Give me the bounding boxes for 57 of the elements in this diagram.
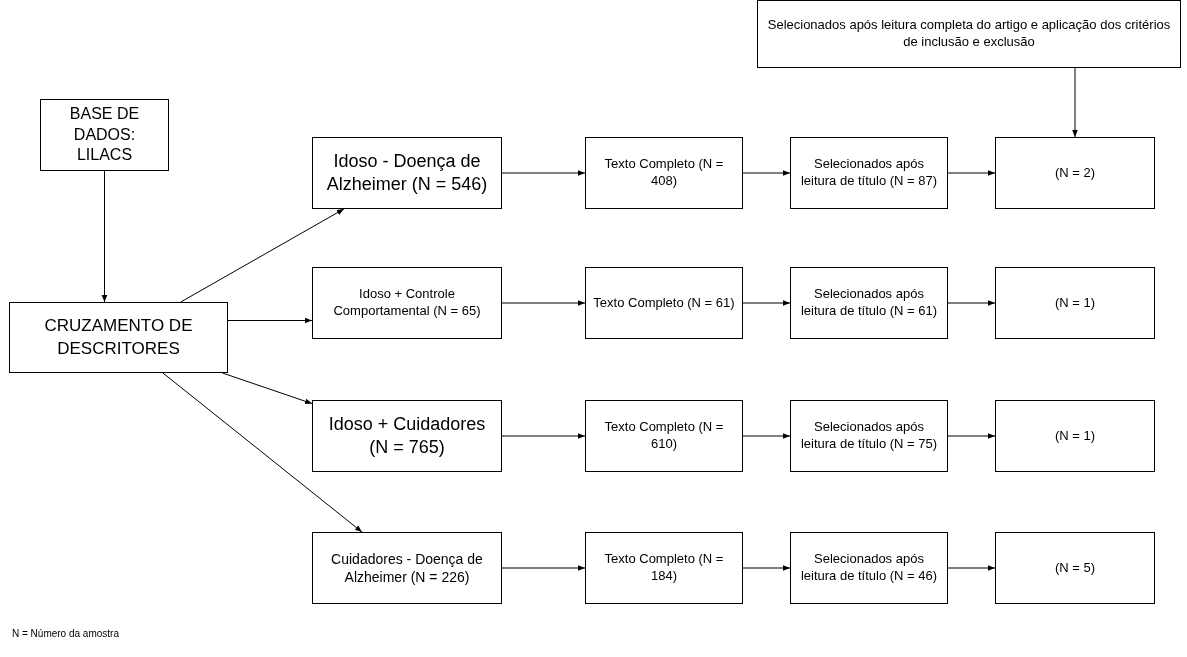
arrow — [101, 170, 108, 303]
box-text: (N = 2) — [1054, 164, 1096, 182]
arrow — [742, 565, 791, 571]
box-text: (N = 5) — [1054, 559, 1096, 577]
arrow — [501, 170, 586, 176]
box-text: Texto Completo (N = 610) — [603, 419, 725, 453]
process-box — [757, 0, 1181, 68]
arrow — [947, 300, 996, 306]
box-text: Selecionados após leitura completa do artigo e aplicação dos critérios de inclusão e exclusão — [766, 17, 1172, 51]
arrow — [222, 372, 313, 405]
arrow — [742, 170, 791, 176]
arrow — [180, 208, 345, 303]
process-box — [585, 400, 743, 472]
process-box — [790, 137, 948, 209]
arrow — [227, 317, 313, 324]
arrow — [1072, 67, 1078, 138]
process-box — [995, 532, 1155, 604]
process-box — [9, 302, 228, 373]
box-text: Selecionados após leitura de título (N = 87) — [799, 156, 939, 190]
box-text: Selecionados após leitura de título (N = 75) — [799, 419, 939, 453]
process-box — [40, 99, 169, 171]
process-box — [585, 137, 743, 209]
arrow — [742, 300, 791, 306]
box-text: BASE DE DADOS: LILACS — [68, 103, 141, 166]
process-box — [312, 137, 502, 209]
box-text: Texto Completo (N = 408) — [603, 156, 725, 190]
arrow — [501, 565, 586, 571]
process-box — [312, 400, 502, 472]
process-box — [790, 532, 948, 604]
box-text: (N = 1) — [1054, 427, 1096, 445]
box-text: Selecionados após leitura de título (N = 46) — [799, 551, 939, 585]
arrow — [947, 433, 996, 439]
process-box — [312, 267, 502, 339]
process-box — [585, 267, 743, 339]
box-text: Idoso + Controle Comportamental (N = 65) — [332, 286, 482, 320]
box-text: Selecionados após leitura de título (N = 61) — [799, 286, 939, 320]
box-text: (N = 1) — [1054, 294, 1096, 312]
arrow — [742, 433, 791, 439]
process-box — [995, 267, 1155, 339]
arrow — [947, 565, 996, 571]
box-text: Texto Completo (N = 184) — [603, 551, 725, 585]
box-text: Texto Completo (N = 61) — [593, 294, 735, 312]
footnote: N = Número da amostra — [12, 628, 119, 639]
arrow — [947, 170, 996, 176]
arrow — [501, 300, 586, 306]
process-box — [312, 532, 502, 604]
process-box — [995, 400, 1155, 472]
box-text: CRUZAMENTO DE DESCRITORES — [43, 315, 194, 360]
arrow — [162, 372, 363, 533]
process-box — [995, 137, 1155, 209]
process-box — [790, 400, 948, 472]
process-box — [790, 267, 948, 339]
box-text: Idoso - Doença de Alzheimer (N = 546) — [325, 149, 489, 196]
process-box — [585, 532, 743, 604]
arrow — [501, 433, 586, 439]
box-text: Cuidadores - Doença de Alzheimer (N = 226) — [330, 549, 484, 587]
box-text: Idoso + Cuidadores (N = 765) — [327, 412, 487, 459]
